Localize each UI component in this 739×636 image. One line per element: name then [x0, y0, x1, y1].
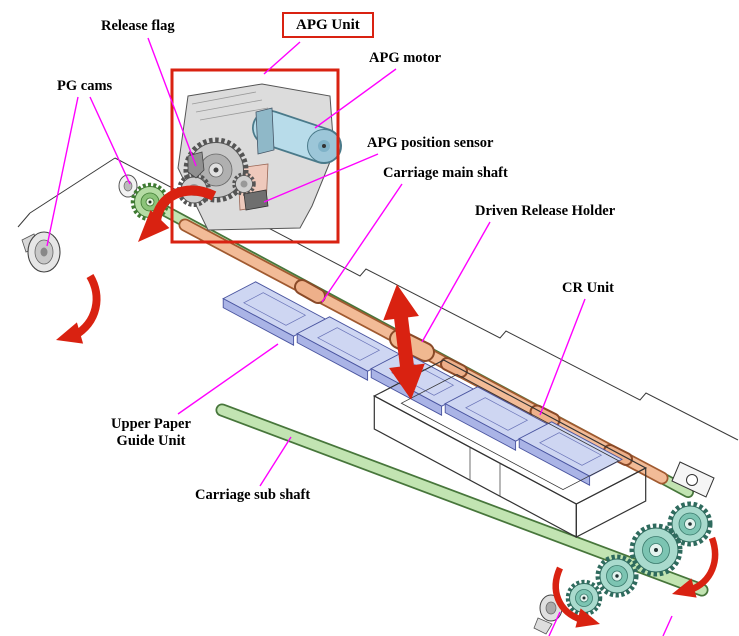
gear	[595, 554, 639, 598]
label-pg-cams: PG cams	[57, 78, 113, 94]
apg-unit-highlight-box	[170, 68, 340, 244]
rotation-arrow-left-flange	[71, 273, 101, 340]
leader-apg-motor	[314, 68, 397, 129]
leader-carriage-main-shaft	[321, 183, 403, 303]
leader-apg-position-sensor	[263, 153, 379, 203]
label-carriage-sub-shaft: Carriage sub shaft	[195, 487, 311, 503]
leader-cropped-1	[548, 611, 561, 636]
rotation-arrow-apg	[151, 185, 217, 223]
upper-paper-guide-unit-shape	[222, 281, 623, 486]
apg-gear-tiny	[232, 172, 256, 196]
apg-unit-assembly	[177, 83, 342, 231]
label-cr-unit: CR Unit	[562, 280, 614, 296]
rotation-arrow-gears-right	[688, 536, 719, 594]
apg-position-sensor-shape	[243, 189, 269, 211]
leader-release-flag	[147, 37, 197, 167]
label-upper-paper-guide-unit: Upper Paper Guide Unit	[95, 416, 207, 451]
gear	[667, 501, 713, 547]
apg-motor-shape	[252, 107, 342, 164]
leader-apg-unit	[263, 41, 301, 75]
motion-arrows	[56, 185, 719, 628]
gear-cluster	[533, 461, 715, 635]
label-driven-release-holder: Driven Release Holder	[475, 203, 616, 219]
leader-lines	[46, 37, 673, 636]
leader-pg-cams-2	[46, 96, 79, 247]
label-carriage-main-shaft: Carriage main shaft	[383, 165, 508, 181]
leader-pg-cams-1	[89, 96, 131, 185]
pg-cam-flange	[21, 231, 61, 273]
rotation-arrow-gears-left	[552, 566, 584, 624]
leader-cropped-2	[662, 615, 673, 636]
left-flange-and-cams	[21, 174, 170, 273]
cr-unit-shape	[373, 359, 647, 539]
label-apg-motor: APG motor	[369, 50, 442, 66]
leader-cr-unit	[539, 298, 586, 416]
carriage-main-shaft-shape	[178, 218, 669, 485]
leader-carriage-sub-shaft	[259, 436, 292, 487]
label-upper-paper-guide-line1: Upper Paper	[111, 416, 191, 432]
label-release-flag: Release flag	[101, 18, 175, 34]
leader-driven-release-holder	[421, 221, 491, 343]
gear	[629, 523, 683, 577]
vertical-double-arrow	[383, 284, 425, 400]
gear	[565, 579, 603, 617]
label-apg-unit: APG Unit	[282, 12, 374, 38]
label-apg-position-sensor: APG position sensor	[367, 135, 494, 151]
label-upper-paper-guide-line2: Guide Unit	[116, 433, 186, 450]
leader-upper-paper-guide	[177, 343, 279, 415]
